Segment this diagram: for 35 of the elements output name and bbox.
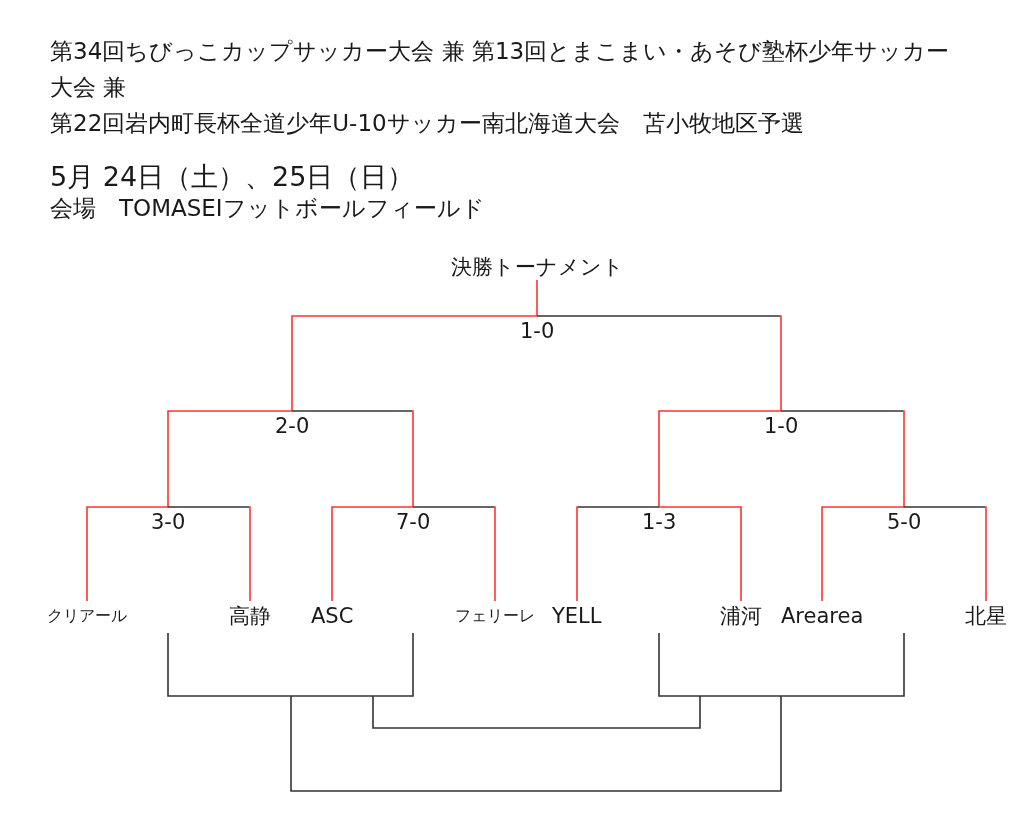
team-name: 浦河 xyxy=(720,601,762,631)
match-score: 7-0 xyxy=(396,507,431,537)
bracket-line xyxy=(821,506,905,602)
bracket-line xyxy=(658,506,742,602)
match-score: 1-3 xyxy=(642,507,677,537)
bracket-line xyxy=(167,410,293,508)
bracket-line xyxy=(536,279,538,317)
team-name: フェリーレ xyxy=(455,601,535,631)
bracket-line xyxy=(903,506,987,602)
bracket-line xyxy=(536,315,782,412)
team-name: クリアール xyxy=(47,601,127,631)
match-score: 1-0 xyxy=(520,316,555,346)
page-title: 第34回ちびっこカップサッカー大会 兼 第13回とまこまい・あそび塾杯少年サッカー大会 兼 xyxy=(50,37,951,102)
team-name: YELL xyxy=(552,601,602,631)
bracket-line xyxy=(576,506,660,602)
bracket-line xyxy=(412,506,496,602)
bracket-line xyxy=(658,410,782,508)
bracket-line xyxy=(780,410,905,508)
subtitle: 第22回岩内町長杯全道少年U-10サッカー南北海道大会 苫小牧地区予選 xyxy=(50,109,804,138)
match-score: 3-0 xyxy=(151,507,186,537)
event-date: 5月 24日（土）、25日（日） xyxy=(50,162,415,192)
match-score: 5-0 xyxy=(887,507,922,537)
bracket-heading: 決勝トーナメント xyxy=(450,255,624,280)
team-name: Arearea xyxy=(781,601,864,631)
bracket-line xyxy=(291,410,414,508)
bracket-line xyxy=(86,506,169,602)
team-name: ASC xyxy=(311,601,354,631)
bracket-line xyxy=(167,506,251,602)
bracket-line xyxy=(291,315,538,412)
match-score: 1-0 xyxy=(764,411,799,441)
bracket-line xyxy=(331,506,414,602)
team-name: 北星 xyxy=(965,601,1007,631)
match-score: 2-0 xyxy=(275,411,310,441)
venue-text: 会場 TOMASEIフットボールフィールド xyxy=(50,194,485,223)
team-name: 高静 xyxy=(229,601,271,631)
